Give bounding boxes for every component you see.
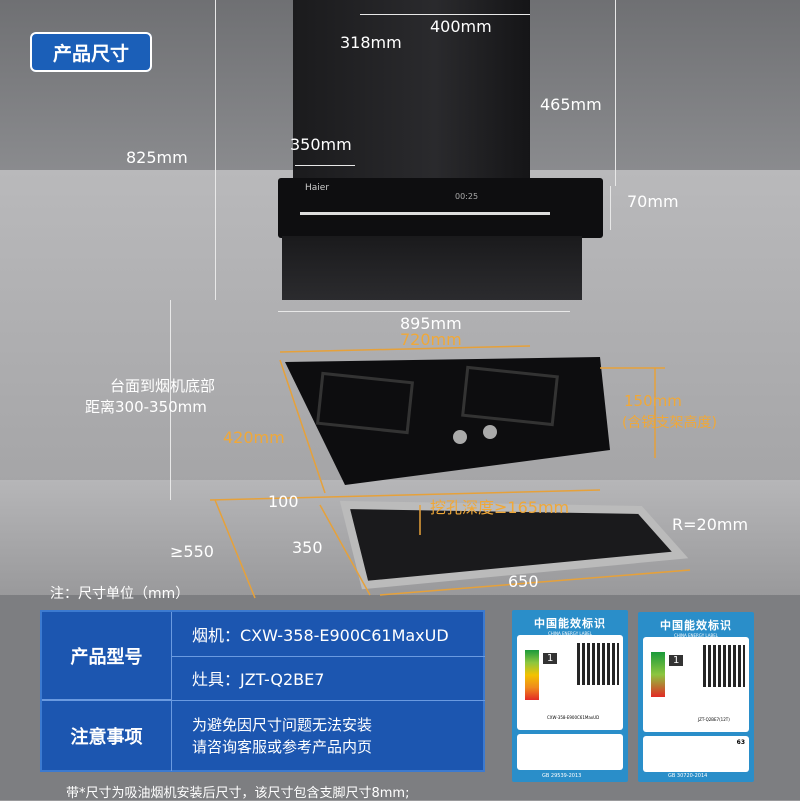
dim-margin: 100 <box>268 492 299 511</box>
energy-label-hood: 中国能效标识 CHINA ENERGY LABEL 1 CXW-358-E900… <box>512 610 628 782</box>
dim-cutout-width: 650 <box>508 572 539 591</box>
dim-hood-top-width: 400mm <box>430 17 492 36</box>
hood-brand-logo: Haier <box>305 183 330 193</box>
burner-left <box>315 371 415 435</box>
qr-code <box>577 643 619 685</box>
grade-badge: 1 <box>669 655 684 666</box>
cutout-hole <box>339 500 689 590</box>
dim-counter-depth: ≥550 <box>170 542 214 561</box>
dim-corner-radius: R=20mm <box>672 515 749 534</box>
dim-cooktop-height: 150mm <box>624 392 682 410</box>
hood-light-strip <box>300 212 550 215</box>
hood-chimney <box>293 0 530 186</box>
cooktop-glass <box>285 357 610 485</box>
model-label: 产品型号 <box>42 612 172 700</box>
distance-label-1: 台面到烟机底部 <box>110 377 216 395</box>
burner-right <box>461 365 559 427</box>
dim-cooktop-depth: 420mm <box>223 428 285 447</box>
grade-bar <box>525 650 539 700</box>
spec-table: 产品型号 烟机：CXW-358-E900C61MaxUD 灶具：JZT-Q2BE… <box>40 610 485 772</box>
dim-panel-depth: 350mm <box>290 135 352 154</box>
qr-code <box>703 645 745 687</box>
dim-cooktop-width: 720mm <box>400 330 462 349</box>
hood-display: 00:25 <box>455 192 479 201</box>
grade-badge: 1 <box>543 653 558 664</box>
stove-model: 灶具：JZT-Q2BE7 <box>192 670 325 689</box>
energy-label-stove: 中国能效标识 CHINA ENERGY LABEL 1 JZT-Q2BE7(12… <box>638 612 754 782</box>
hood-body <box>282 236 582 300</box>
distance-label-2: 距离300-350mm <box>85 398 207 416</box>
section-badge: 产品尺寸 <box>30 32 152 72</box>
knob-left <box>453 430 467 444</box>
grade-bar <box>651 652 665 697</box>
notice-label: 注意事项 <box>42 701 172 771</box>
dim-hood-depth: 318mm <box>340 33 402 52</box>
notice-line-2: 请咨询客服或参考产品内页 <box>192 738 373 756</box>
dim-body-height: 70mm <box>627 192 679 211</box>
hood-model: 烟机：CXW-358-E900C61MaxUD <box>192 626 449 645</box>
notice-line-1: 为避免因尺寸问题无法安装 <box>192 716 373 734</box>
hood-panel <box>278 178 603 238</box>
footnote: 带*尺寸为吸油烟机安装后尺寸，该尺寸包含支脚尺寸8mm; <box>66 786 410 801</box>
dim-total-height: 825mm <box>126 148 188 167</box>
dim-cutout-depth: 挖孔深度≥165mm <box>430 498 570 517</box>
knob-right <box>483 425 497 439</box>
dim-chimney-height: 465mm <box>540 95 602 114</box>
dim-hood-width: 895mm <box>400 314 462 333</box>
unit-note: 注：尺寸单位（mm） <box>50 586 190 602</box>
dim-cooktop-height-note: (含锅支架高度) <box>622 415 717 431</box>
dim-cutout-height: 350 <box>292 538 323 557</box>
